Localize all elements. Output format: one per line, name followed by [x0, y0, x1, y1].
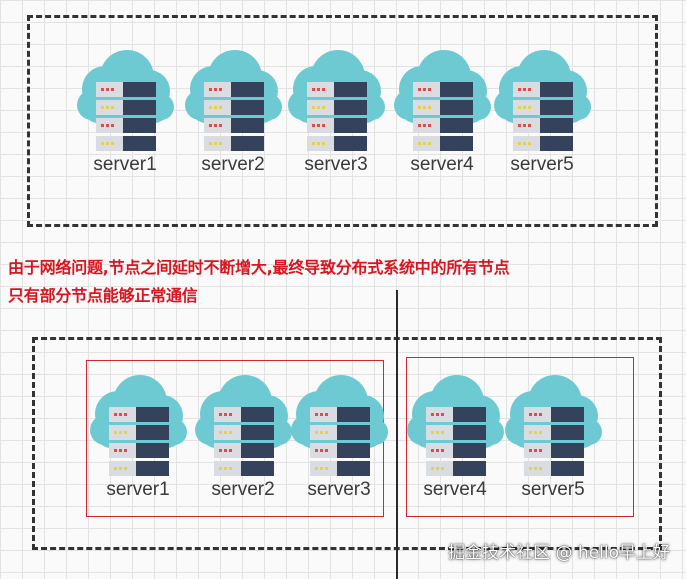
server-node: server4: [405, 372, 505, 517]
server-label: server3: [307, 479, 371, 500]
server-node: server2: [193, 372, 293, 517]
server-label: server5: [521, 479, 585, 500]
server-label: server2: [211, 479, 275, 500]
partition-group-b: [406, 357, 634, 517]
server-node: server2: [183, 47, 283, 192]
caption-line-2: 只有部分节点能够正常通信: [8, 286, 198, 305]
server-label: server1: [93, 154, 157, 175]
cluster-before: [27, 15, 658, 227]
server-node: server1: [75, 47, 175, 192]
server-node: server1: [88, 372, 188, 517]
server-label: server4: [423, 479, 487, 500]
server-node: server3: [289, 372, 389, 517]
caption-line-1: 由于网络问题,节点之间延时不断增大,最终导致分布式系统中的所有节点: [8, 258, 510, 277]
server-node: server5: [503, 372, 603, 517]
server-label: server1: [106, 479, 170, 500]
cluster-after: [32, 337, 662, 550]
server-label: server2: [201, 154, 265, 175]
server-label: server4: [410, 154, 474, 175]
server-node: server5: [492, 47, 592, 192]
server-node: server3: [286, 47, 386, 192]
server-label: server5: [510, 154, 574, 175]
server-node: server4: [392, 47, 492, 192]
partition-divider: [396, 290, 398, 579]
server-label: server3: [304, 154, 368, 175]
watermark: 掘金技术社区 @ hello早上好: [448, 543, 670, 563]
